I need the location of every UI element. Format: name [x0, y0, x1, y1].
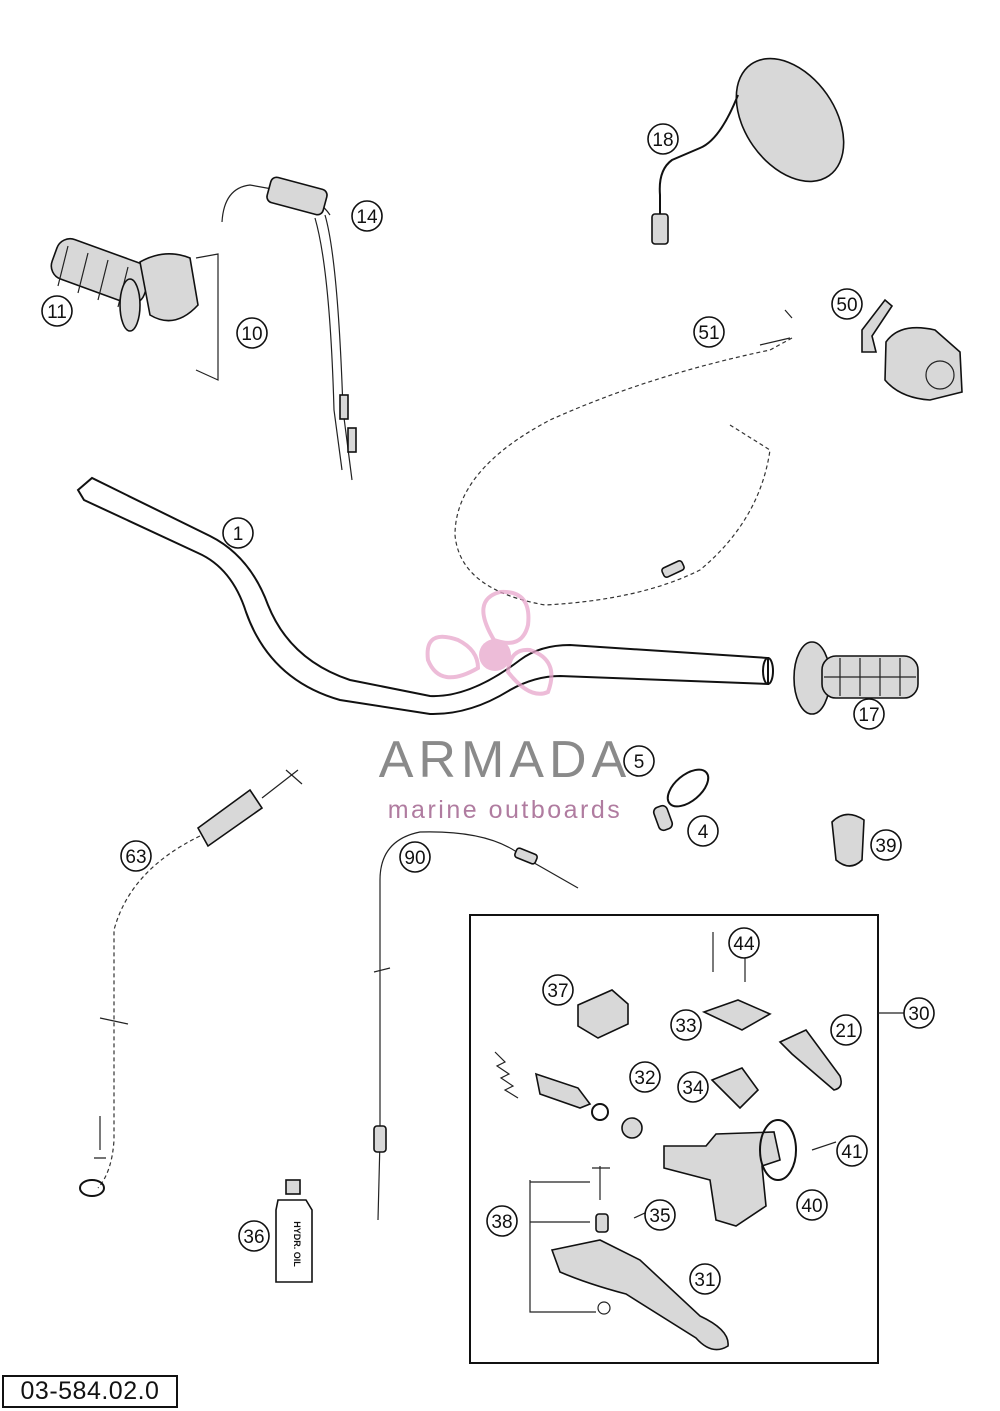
callout-label: 21 — [835, 1021, 856, 1042]
callout-38[interactable]: 38 — [486, 1205, 518, 1237]
callout-label: 40 — [801, 1196, 822, 1217]
callout-label: 5 — [634, 752, 645, 773]
callout-30[interactable]: 30 — [903, 997, 935, 1029]
callout-41[interactable]: 41 — [836, 1135, 868, 1167]
callout-14[interactable]: 14 — [351, 200, 383, 232]
callout-51[interactable]: 51 — [693, 316, 725, 348]
bottle-label: HYDR. OIL — [292, 1221, 302, 1267]
sleeve-4 — [652, 804, 674, 832]
callout-label: 35 — [649, 1206, 670, 1227]
callout-4[interactable]: 4 — [687, 815, 719, 847]
callout-18[interactable]: 18 — [647, 123, 679, 155]
callout-35[interactable]: 35 — [644, 1199, 676, 1231]
callout-label: 50 — [836, 295, 857, 316]
callout-label: 10 — [241, 324, 262, 345]
callout-40[interactable]: 40 — [796, 1189, 828, 1221]
callout-label: 34 — [682, 1078, 704, 1099]
hydraulic-hose — [79, 769, 303, 1197]
callout-90[interactable]: 90 — [399, 841, 431, 873]
callout-11[interactable]: 11 — [41, 295, 73, 327]
brake-assembly — [469, 914, 904, 1364]
callout-label: 63 — [125, 847, 146, 868]
handlebar — [76, 476, 774, 716]
cable-90 — [373, 831, 579, 1221]
callout-33[interactable]: 33 — [670, 1009, 702, 1041]
callout-17[interactable]: 17 — [853, 698, 885, 730]
brake-assembly-frame — [469, 914, 879, 1364]
callout-37[interactable]: 37 — [542, 974, 574, 1006]
callout-36[interactable]: 36 — [238, 1220, 270, 1252]
callout-5[interactable]: 5 — [623, 745, 655, 777]
switch-housing — [861, 298, 963, 401]
callout-label: 39 — [875, 836, 896, 857]
callout-label: 4 — [698, 822, 709, 843]
callout-label: 14 — [356, 207, 378, 228]
callout-44[interactable]: 44 — [728, 927, 760, 959]
callout-50[interactable]: 50 — [831, 288, 863, 320]
callout-label: 30 — [908, 1004, 929, 1025]
callout-21[interactable]: 21 — [830, 1014, 862, 1046]
mirror — [651, 57, 845, 245]
callout-label: 17 — [858, 705, 879, 726]
callout-63[interactable]: 63 — [120, 840, 152, 872]
callout-label: 11 — [47, 302, 67, 323]
part-code-box: 03-584.02.0 — [2, 1375, 178, 1408]
callout-1[interactable]: 1 — [222, 517, 254, 549]
callout-label: 44 — [733, 934, 755, 955]
callout-label: 31 — [694, 1270, 715, 1291]
callout-34[interactable]: 34 — [677, 1071, 709, 1103]
callout-32[interactable]: 32 — [629, 1061, 661, 1093]
callout-label: 32 — [634, 1068, 655, 1089]
cable-51 — [454, 309, 793, 606]
callout-label: 51 — [698, 323, 719, 344]
callout-label: 90 — [404, 848, 425, 869]
callout-label: 18 — [652, 130, 673, 151]
callout-10[interactable]: 10 — [236, 317, 268, 349]
throttle-housing — [119, 253, 219, 381]
throttle-cables — [221, 176, 357, 481]
watermark-brand: ARMADA — [378, 731, 632, 789]
clamp-39 — [831, 813, 865, 867]
watermark-subtitle: marine outboards — [387, 796, 623, 824]
callout-label: 36 — [243, 1227, 264, 1248]
callout-label: 1 — [233, 524, 244, 545]
callout-label: 41 — [841, 1142, 862, 1163]
callout-label: 37 — [547, 981, 568, 1002]
callout-label: 38 — [491, 1212, 512, 1233]
oil-bottle — [275, 1179, 313, 1283]
right-grip — [793, 641, 919, 715]
callout-label: 33 — [675, 1016, 696, 1037]
ring-5 — [666, 768, 710, 808]
propeller-logo-icon — [425, 589, 554, 696]
callout-31[interactable]: 31 — [689, 1263, 721, 1295]
callout-39[interactable]: 39 — [870, 829, 902, 861]
part-code: 03-584.02.0 — [20, 1377, 160, 1405]
